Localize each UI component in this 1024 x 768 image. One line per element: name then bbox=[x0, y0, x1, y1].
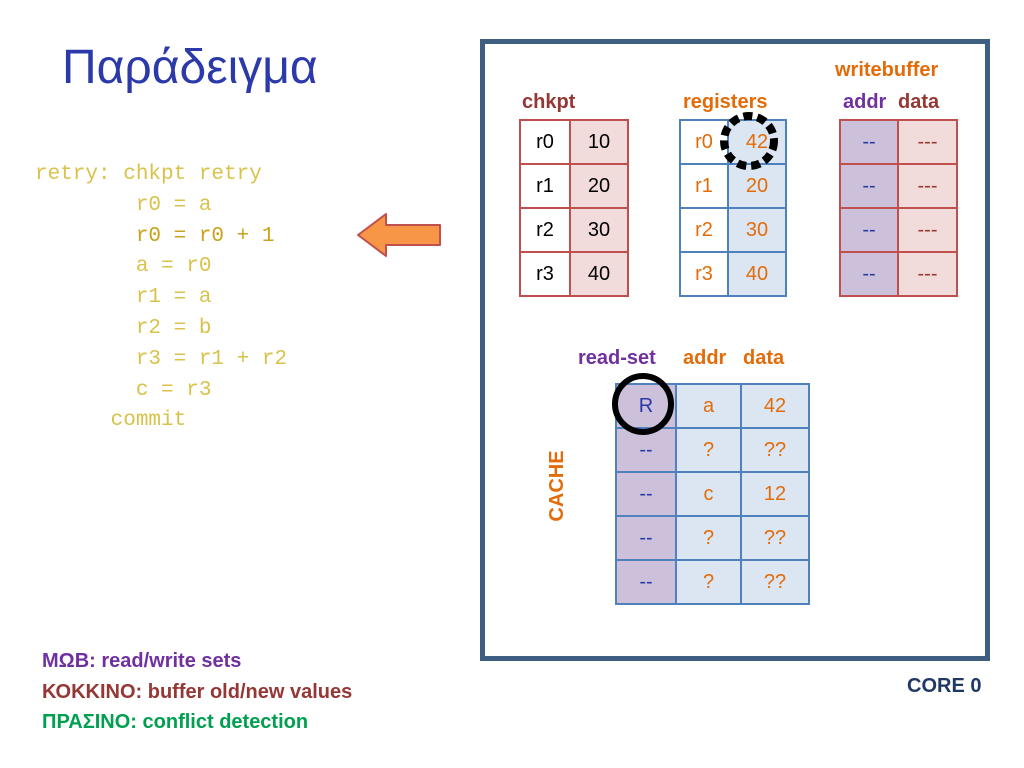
writebuffer-data-label: data bbox=[898, 91, 940, 113]
cache-readset: -- bbox=[615, 471, 677, 517]
code-line: r2 = b bbox=[35, 316, 212, 340]
chkpt-val: 30 bbox=[569, 207, 629, 253]
code-line: r1 = a bbox=[35, 286, 212, 310]
cache-addr: ? bbox=[675, 559, 742, 605]
read-highlight-circle-icon bbox=[612, 373, 674, 435]
writebuffer-label: writebuffer bbox=[835, 59, 939, 81]
writebuffer-addr-label: addr bbox=[843, 91, 887, 113]
chkpt-table: r0 10 r1 20 r2 30 r3 40 bbox=[519, 119, 629, 297]
chkpt-reg: r0 bbox=[519, 119, 571, 165]
chkpt-reg: r3 bbox=[519, 251, 571, 297]
table-row: R a 42 bbox=[615, 383, 810, 429]
table-row: -- --- bbox=[839, 119, 958, 165]
table-row: r3 40 bbox=[519, 251, 629, 297]
writebuffer-addr: -- bbox=[839, 207, 899, 253]
chkpt-reg: r2 bbox=[519, 207, 571, 253]
writebuffer-data: --- bbox=[897, 119, 958, 165]
register-val: 30 bbox=[727, 207, 787, 253]
code-line-current: r0 = r0 + 1 bbox=[35, 224, 275, 248]
cache-data-label: data bbox=[743, 347, 785, 369]
cache-data: ?? bbox=[740, 515, 810, 561]
code-line: c = r3 bbox=[35, 378, 212, 402]
core-box bbox=[480, 39, 990, 661]
register-val: 20 bbox=[727, 163, 787, 209]
current-line-arrow-icon bbox=[357, 213, 441, 257]
writebuffer-addr: -- bbox=[839, 163, 899, 209]
slide-title: Παράδειγμα bbox=[62, 41, 318, 94]
table-row: -- ? ?? bbox=[615, 515, 810, 561]
register-name: r2 bbox=[679, 207, 729, 253]
cache-addr: ? bbox=[675, 427, 742, 473]
table-row: r3 40 bbox=[679, 251, 787, 297]
cache-data: ?? bbox=[740, 559, 810, 605]
table-row: r0 10 bbox=[519, 119, 629, 165]
register-name: r0 bbox=[679, 119, 729, 165]
table-row: -- --- bbox=[839, 207, 958, 253]
registers-table: r0 42 r1 20 r2 30 r3 40 bbox=[679, 119, 787, 297]
modified-highlight-circle-icon bbox=[720, 112, 778, 170]
cache-addr: c bbox=[675, 471, 742, 517]
chkpt-val: 20 bbox=[569, 163, 629, 209]
cache-data: ?? bbox=[740, 427, 810, 473]
legend-green: ΠΡΑΣΙΝΟ: conflict detection bbox=[42, 711, 309, 733]
writebuffer-data: --- bbox=[897, 207, 958, 253]
code-line: a = r0 bbox=[35, 255, 212, 279]
table-row: r2 30 bbox=[519, 207, 629, 253]
cache-addr: a bbox=[675, 383, 742, 429]
cache-side-label: CACHE bbox=[546, 450, 568, 522]
code-listing: retry: chkpt retry r0 = a r0 = r0 + 1 a … bbox=[35, 160, 287, 437]
chkpt-val: 40 bbox=[569, 251, 629, 297]
writebuffer-table: -- --- -- --- -- --- -- --- bbox=[839, 119, 958, 297]
table-row: -- c 12 bbox=[615, 471, 810, 517]
writebuffer-data: --- bbox=[897, 163, 958, 209]
table-row: -- --- bbox=[839, 251, 958, 297]
cache-readset: -- bbox=[615, 559, 677, 605]
cache-data: 42 bbox=[740, 383, 810, 429]
cache-readset: -- bbox=[615, 515, 677, 561]
register-name: r3 bbox=[679, 251, 729, 297]
cache-addr-label: addr bbox=[683, 347, 727, 369]
chkpt-label: chkpt bbox=[522, 91, 576, 113]
readset-label: read-set bbox=[578, 347, 656, 369]
legend-purple: ΜΩΒ: read/write sets bbox=[42, 650, 242, 672]
code-line: commit bbox=[35, 409, 187, 433]
table-row: r2 30 bbox=[679, 207, 787, 253]
code-line: retry: chkpt retry bbox=[35, 163, 262, 186]
table-row: -- --- bbox=[839, 163, 958, 209]
chkpt-reg: r1 bbox=[519, 163, 571, 209]
table-row: -- ? ?? bbox=[615, 559, 810, 605]
register-name: r1 bbox=[679, 163, 729, 209]
cache-addr: ? bbox=[675, 515, 742, 561]
cache-table: R a 42 -- ? ?? -- c 12 -- ? ?? -- ? ?? bbox=[615, 383, 810, 605]
writebuffer-addr: -- bbox=[839, 119, 899, 165]
code-line: r3 = r1 + r2 bbox=[35, 347, 288, 371]
register-val: 40 bbox=[727, 251, 787, 297]
writebuffer-data: --- bbox=[897, 251, 958, 297]
core-label: CORE 0 bbox=[907, 675, 982, 697]
code-line: r0 = a bbox=[35, 193, 212, 217]
legend-red: ΚΟΚΚΙΝΟ: buffer old/new values bbox=[42, 681, 353, 703]
chkpt-val: 10 bbox=[569, 119, 629, 165]
writebuffer-addr: -- bbox=[839, 251, 899, 297]
table-row: r1 20 bbox=[679, 163, 787, 209]
registers-label: registers bbox=[683, 91, 768, 113]
cache-data: 12 bbox=[740, 471, 810, 517]
table-row: r1 20 bbox=[519, 163, 629, 209]
